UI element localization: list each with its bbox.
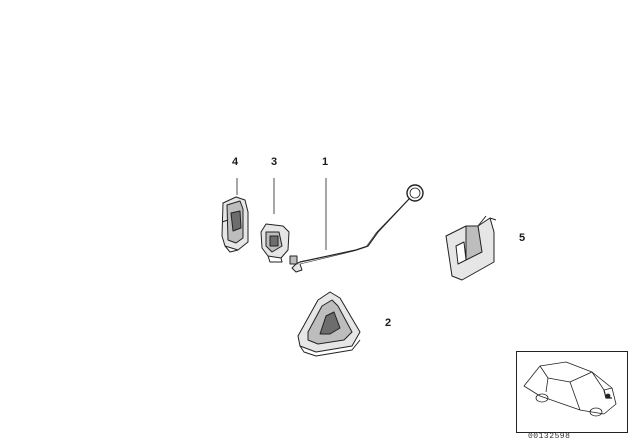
callout-4: 4: [232, 156, 239, 168]
diagram-reference-code: 00132598: [528, 432, 571, 441]
part-5-cover: [445, 215, 497, 281]
callout-2: 2: [385, 317, 392, 329]
part-4-bracket: [221, 178, 249, 253]
part-3-catch: [260, 178, 290, 263]
inset-vehicle-outline: [523, 361, 617, 417]
callout-3: 3: [271, 156, 278, 168]
callout-1: 1: [322, 156, 329, 168]
pull-ring: [406, 184, 424, 202]
part-1-release-cable: [289, 178, 424, 273]
callout-5: 5: [519, 232, 526, 244]
part-2-handle-bezel: [297, 291, 361, 357]
